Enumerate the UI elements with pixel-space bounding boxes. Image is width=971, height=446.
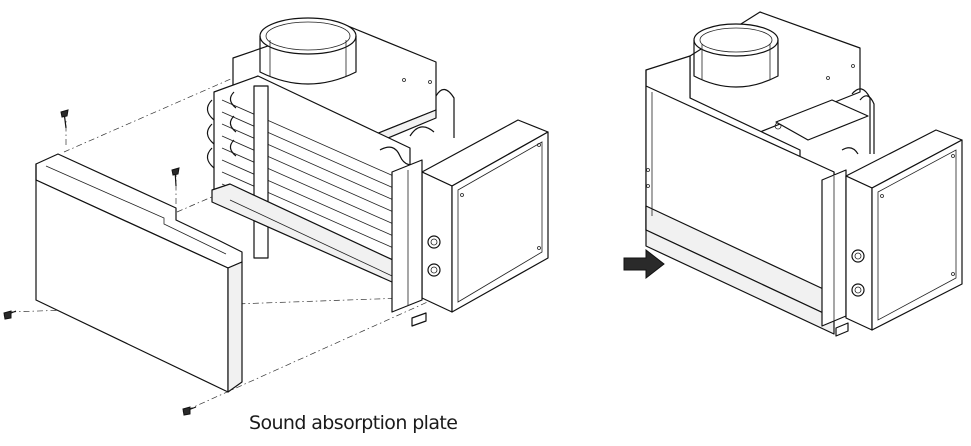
sound-absorption-plate xyxy=(35,153,243,393)
exploded-view xyxy=(3,17,549,416)
screw-side-left xyxy=(3,310,17,320)
sound-absorption-plate-label: Sound absorption plate xyxy=(249,412,458,434)
arrow-icon xyxy=(623,248,665,280)
screw-top-left xyxy=(60,109,69,129)
screw-top-right xyxy=(171,167,180,187)
unit-body xyxy=(206,17,549,327)
assembled-view xyxy=(645,11,963,337)
screw-side-bottom xyxy=(182,406,197,416)
